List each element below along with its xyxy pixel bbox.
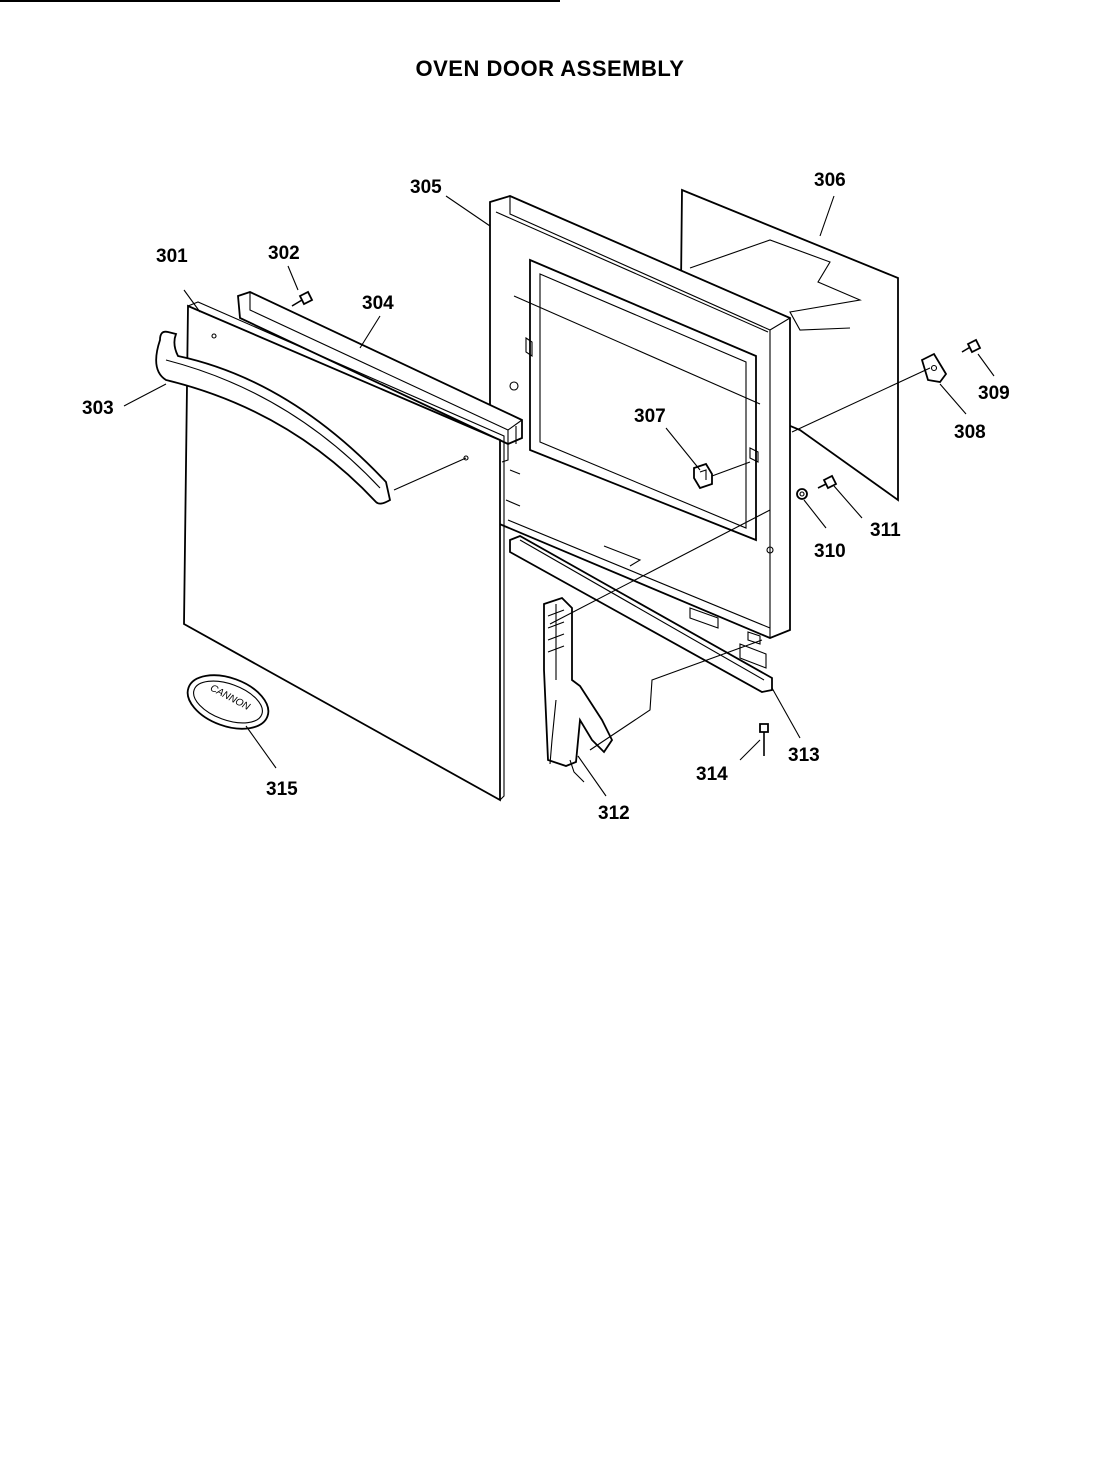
door-trim-304 (237, 291, 523, 463)
callout-313: 313 (788, 745, 820, 766)
leader-lines (123, 195, 995, 797)
callout-304: 304 (362, 293, 394, 314)
callout-308: 308 (954, 422, 986, 443)
diagram-title: OVEN DOOR ASSEMBLY (415, 56, 685, 81)
washer-310 (796, 488, 808, 500)
callout-314: 314 (696, 764, 728, 785)
callout-306: 306 (814, 170, 846, 191)
callout-315: 315 (266, 779, 298, 800)
callout-310: 310 (814, 541, 846, 562)
callout-309: 309 (978, 383, 1010, 404)
inner-door-frame-305 (489, 195, 791, 639)
screw-311 (817, 474, 838, 490)
top-rule (0, 0, 560, 2)
door-hinge-312 (543, 596, 614, 783)
door-clip-307 (693, 462, 713, 490)
callout-301: 301 (156, 246, 188, 267)
door-handle-303 (155, 330, 392, 505)
hinge-channel-313 (509, 535, 773, 693)
callout-311: 311 (870, 520, 901, 541)
callout-312: 312 (598, 803, 630, 824)
callout-307: 307 (634, 406, 666, 427)
alignment-lines (393, 367, 931, 765)
outer-door-panel-301 (183, 301, 505, 802)
bracket-308 (920, 352, 948, 383)
callout-labels: 301 302 303 304 305 306 307 308 309 310 … (82, 170, 1010, 824)
callout-302: 302 (268, 243, 300, 264)
screw-314 (759, 723, 769, 756)
cannon-logo-badge-315: CANNON (186, 674, 270, 730)
screw-309 (961, 338, 982, 354)
callout-303: 303 (82, 398, 114, 419)
callout-305: 305 (410, 177, 442, 198)
screw-302 (291, 290, 314, 307)
